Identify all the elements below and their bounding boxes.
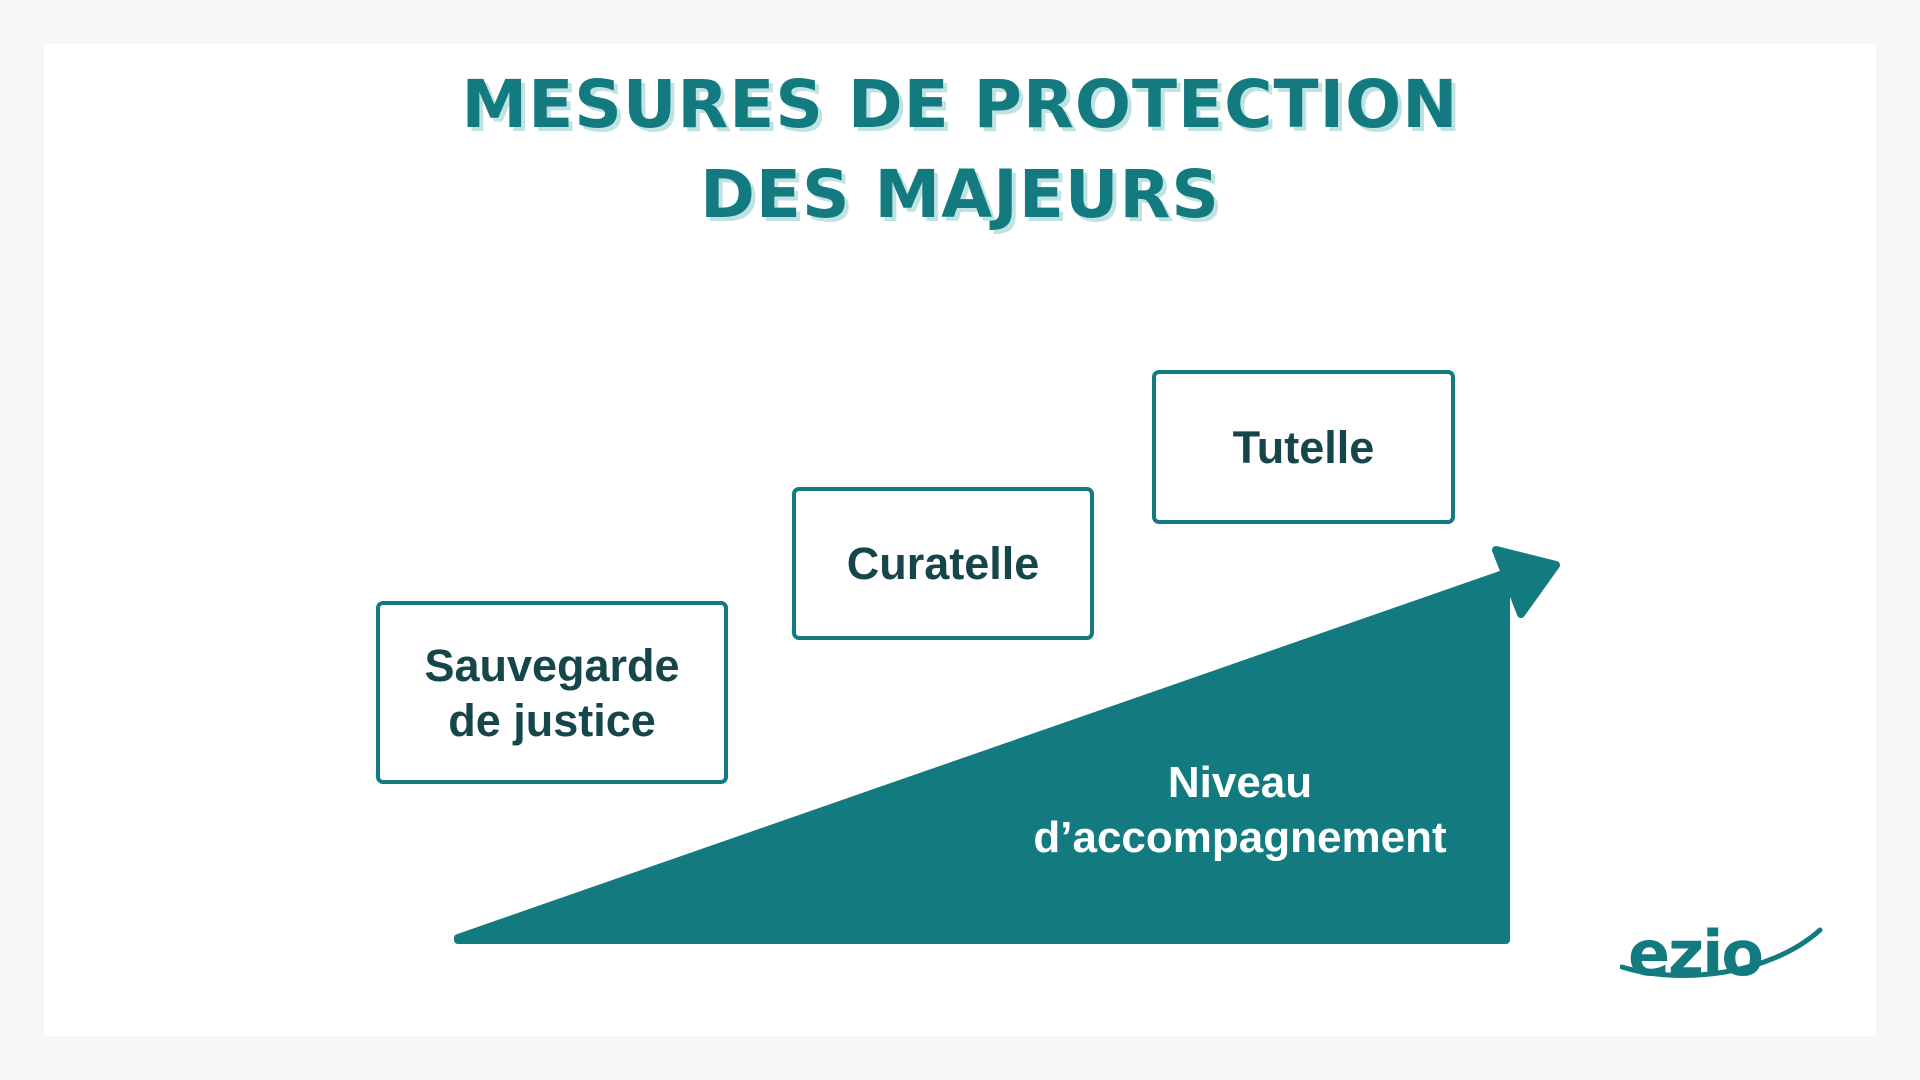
level-label-sauvegarde-de-justice: Sauvegarde de justice <box>424 638 679 748</box>
ramp-label-line-1: Niveau <box>1167 758 1313 807</box>
level-box-sauvegarde-de-justice: Sauvegarde de justice <box>376 601 728 784</box>
level-label-line-2: de justice <box>448 694 656 746</box>
ramp-label-line-2: d’accompagnement <box>1033 813 1447 862</box>
title-line-2: DES MAJEURS <box>700 156 1220 233</box>
level-label-curatelle: Curatelle <box>846 538 1040 589</box>
ramp-triangle <box>454 569 1510 944</box>
title-line-1: MESURES DE PROTECTION <box>461 66 1459 143</box>
ramp-label: Niveau d’accompagnement <box>1000 755 1480 865</box>
ezio-logo-swoosh <box>1620 927 1823 978</box>
ezio-logo-wordmark: ezio <box>1628 917 1762 990</box>
ezio-logo: ezio <box>1620 917 1823 990</box>
level-label-tutelle: Tutelle <box>1232 421 1375 473</box>
page-title: MESURES DE PROTECTION DES MAJEURS <box>0 60 1920 240</box>
ramp-arrowhead-icon <box>1492 546 1560 618</box>
level-box-tutelle: Tutelle <box>1152 370 1455 524</box>
level-box-curatelle: Curatelle <box>792 487 1094 640</box>
level-label-line-1: Sauvegarde <box>424 639 680 691</box>
